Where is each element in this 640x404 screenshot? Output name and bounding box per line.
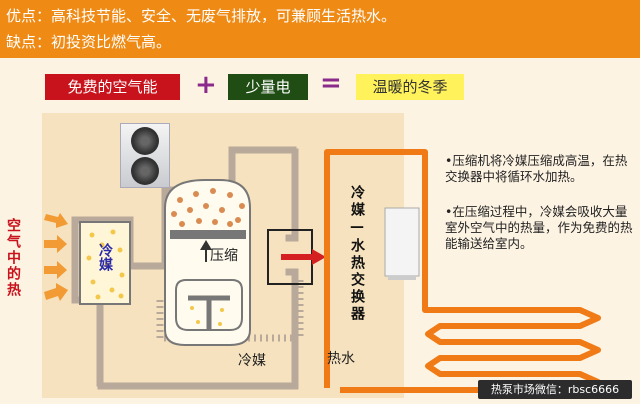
warm-winter-box: 温暖的冬季 [356,74,464,100]
coolant-label: 冷媒 [238,353,266,369]
hot-water-label: 热水 [327,351,355,367]
fan-icon [131,157,159,185]
wechat-footer-badge: 热泵市场微信：rbsc6666 [478,380,632,399]
compressor-chamber [175,279,243,331]
pros-text: 优点：高科技节能、安全、无废气排放，可兼顾生活热水。 [6,7,397,25]
hot-gas-dots [171,188,245,227]
refrigerant-pipe-lower [71,216,299,390]
indoor-water-unit [384,207,420,277]
compressor-rod [188,295,230,330]
air-inflow-arrows [44,213,68,301]
compressor-description: •压缩机将冷媒压缩成高温，在热交换器中将循环水加热。 [445,153,628,184]
process-description: •在压缩过程中，冷媒会吸收大量室外空气中的热量，作为免费的热能输送给室内。 [445,204,633,251]
little-electricity-box: 少量电 [228,74,308,100]
heat-exchanger-label: 冷媒—水热交换器 [349,185,365,323]
free-air-energy-box: 免费的空气能 [45,74,180,100]
equals-sign: = [320,68,342,98]
plus-sign: + [195,70,217,100]
hot-water-pipe [324,149,601,393]
air-heat-label: 空气中的热 [5,218,21,298]
evaporator-coolant-label: 冷媒 [97,243,113,271]
compressor-cool-dots [190,306,224,326]
compressor-piston-plate [170,230,246,239]
evaporator-dots [86,229,125,300]
compression-arrow-icon [200,240,212,250]
compress-label: 压缩 [210,248,238,264]
cons-text: 缺点：初投资比燃气高。 [6,33,172,51]
outdoor-unit-image [120,123,170,188]
compressor-tank [164,179,251,346]
pros-cons-banner: 优点：高科技节能、安全、无废气排放，可兼顾生活热水。 缺点：初投资比燃气高。 [0,0,640,58]
heat-transfer-arrow-icon [312,249,326,265]
fan-icon [131,127,159,155]
evaporator-box [79,221,131,305]
